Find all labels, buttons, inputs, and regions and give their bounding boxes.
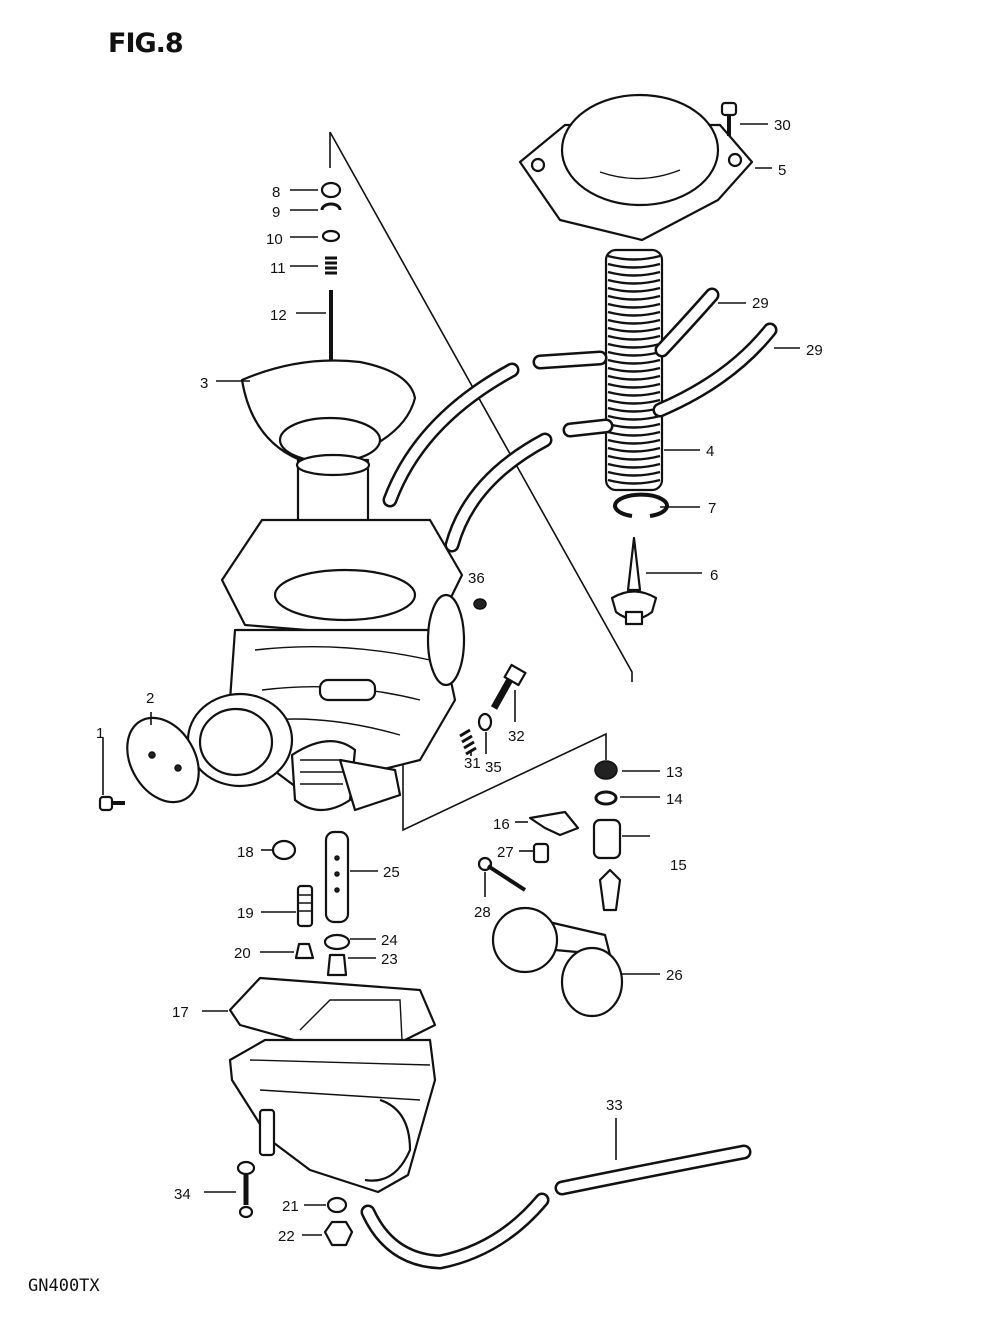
callout-label-25: 25: [383, 864, 400, 881]
carburetor-float: [491, 906, 624, 1018]
callout-label-20: 20: [234, 945, 251, 962]
callout-label-35: 35: [485, 759, 502, 776]
callout-label-7: 7: [708, 500, 716, 517]
callout-label-21: 21: [282, 1198, 299, 1215]
callout-label-16: 16: [493, 816, 510, 833]
vent-hoses: [382, 287, 778, 553]
float-valve-group: [592, 760, 622, 912]
drain-hose: [360, 1144, 752, 1270]
callout-label-9: 9: [272, 204, 280, 221]
spring-clip: [613, 492, 669, 518]
carburetor-top-cap: [518, 93, 754, 242]
callout-label-32: 32: [508, 728, 525, 745]
callout-label-11: 11: [270, 260, 286, 277]
idle-screw-assembly: [459, 663, 527, 756]
callout-label-31: 31: [464, 755, 481, 772]
callout-label-12: 12: [270, 307, 287, 324]
small-plug: [473, 598, 487, 610]
callout-label-13: 13: [666, 764, 683, 781]
top-cap-screw: [720, 101, 738, 136]
callout-label-17: 17: [172, 1004, 189, 1021]
callout-label-2: 2: [146, 690, 154, 707]
jet-components: [271, 830, 351, 977]
cover-screw: [98, 795, 125, 812]
callout-label-36: 36: [468, 570, 485, 587]
needle-holder: [610, 536, 658, 626]
callout-label-8: 8: [272, 184, 280, 201]
figure-title: FIG.8: [108, 28, 184, 59]
callout-label-23: 23: [381, 951, 398, 968]
piston-spring: [604, 248, 664, 492]
callout-label-26: 26: [666, 967, 683, 984]
callout-label-29: 29: [752, 295, 769, 312]
callout-label-4: 4: [706, 443, 714, 460]
callout-label-28: 28: [474, 904, 491, 921]
carburetor-body: [186, 518, 466, 812]
callout-label-1: 1: [96, 725, 104, 742]
callout-label-6: 6: [710, 567, 718, 584]
callout-label-24: 24: [381, 932, 398, 949]
callout-label-10: 10: [266, 231, 283, 248]
callout-label-19: 19: [237, 905, 254, 922]
callout-label-5: 5: [778, 162, 786, 179]
model-label: GN400TX: [28, 1276, 100, 1296]
float-guide-line: [402, 732, 607, 832]
float-chamber: [228, 976, 437, 1194]
callout-label-14: 14: [666, 791, 683, 808]
float-pin-bracket: [477, 810, 580, 892]
callout-label-15: 15: [670, 857, 687, 874]
assembly-guide-line: [329, 131, 633, 682]
callout-label-34: 34: [174, 1186, 191, 1203]
callout-label-27: 27: [497, 844, 514, 861]
drain-hardware: [236, 1160, 354, 1247]
callout-label-30: 30: [774, 117, 791, 134]
callout-label-22: 22: [278, 1228, 295, 1245]
callout-label-18: 18: [237, 844, 254, 861]
callout-label-3: 3: [200, 375, 208, 392]
callout-label-29: 29: [806, 342, 823, 359]
side-cover-plate: [126, 716, 200, 804]
callout-label-33: 33: [606, 1097, 623, 1114]
